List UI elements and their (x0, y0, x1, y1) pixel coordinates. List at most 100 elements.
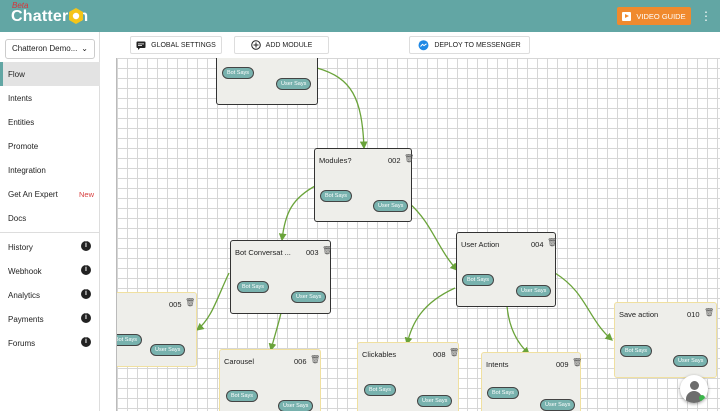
trash-icon[interactable]: 🗑 (449, 348, 460, 357)
module-004[interactable]: User Action 004 🗑 Bot Says User Says (456, 232, 558, 307)
bot-says-chip[interactable]: Bot Says (487, 387, 520, 399)
user-avatar[interactable] (680, 375, 708, 403)
video-guide-label: VIDEO GUIDE (636, 11, 686, 21)
brand-name: Chatteron (11, 8, 89, 25)
sidebar-item-history[interactable]: History i (0, 235, 100, 259)
sidebar-item-label: Flow (8, 70, 25, 79)
sidebar-item-flow[interactable]: Flow (0, 62, 100, 86)
sidebar-item-promote[interactable]: Promote (0, 134, 100, 158)
trash-icon[interactable]: 🗑 (404, 154, 415, 163)
chat-settings-icon (136, 41, 146, 50)
info-icon[interactable]: i (81, 313, 91, 323)
user-says-chip[interactable]: User Says (276, 78, 312, 90)
link-002-to-003 (278, 184, 318, 242)
flow-canvas[interactable]: Bot Says User Says Modules? 002 🗑 Bot Sa… (116, 58, 720, 411)
sidebar-item-entities[interactable]: Entities (0, 110, 100, 134)
bot-selector-value: Chatteron Demo... (12, 44, 78, 53)
trash-icon[interactable]: 🗑 (310, 355, 321, 364)
sidebar-item-label: Analytics (8, 291, 41, 300)
bot-says-chip[interactable]: Bot Says (320, 190, 353, 202)
info-icon[interactable]: i (81, 337, 91, 347)
module-top[interactable]: Bot Says User Says (216, 58, 318, 105)
user-says-chip[interactable]: User Says (373, 200, 409, 212)
user-says-chip[interactable]: User Says (417, 395, 453, 407)
user-says-chip[interactable]: User Says (278, 400, 314, 411)
bot-says-chip[interactable]: Bot Says (364, 384, 397, 396)
user-says-chip[interactable]: User Says (291, 291, 327, 303)
bot-says-chip[interactable]: Bot Says (226, 390, 259, 402)
module-number: 010 (687, 310, 700, 319)
new-badge: New (78, 190, 94, 199)
trash-icon[interactable]: 🗑 (322, 246, 333, 255)
sidebar-divider (0, 232, 100, 233)
user-says-chip[interactable]: User Says (540, 399, 576, 411)
module-002[interactable]: Modules? 002 🗑 Bot Says User Says (314, 148, 415, 222)
sidebar-item-label: Webhook (8, 267, 42, 276)
bot-says-chip[interactable]: Bot Says (117, 334, 143, 346)
bot-says-chip[interactable]: Bot Says (462, 274, 495, 286)
sidebar-item-label: Docs (8, 214, 27, 223)
trash-icon[interactable]: 🗑 (704, 308, 715, 317)
global-settings-button[interactable]: GLOBAL SETTINGS (130, 36, 222, 54)
trash-icon[interactable]: 🗑 (572, 358, 583, 367)
module-005[interactable]: 005 🗑 Bot Says User Says (117, 292, 197, 367)
module-number: 003 (306, 248, 319, 257)
video-icon (622, 11, 632, 21)
module-006[interactable]: Carousel 006 🗑 Bot Says User Says (219, 349, 321, 411)
avatar-body (686, 391, 702, 403)
sidebar-item-label: Entities (8, 118, 35, 127)
video-guide-button[interactable]: VIDEO GUIDE (617, 7, 691, 25)
info-icon[interactable]: i (81, 289, 91, 299)
trash-icon[interactable]: 🗑 (547, 238, 558, 247)
logo[interactable]: Beta Chatteron (8, 1, 98, 30)
module-title: Bot Conversat ... (235, 248, 291, 257)
module-title: Carousel (224, 357, 255, 366)
module-008[interactable]: Clickables 008 🗑 Bot Says User Says (357, 342, 459, 411)
top-bar: Beta Chatteron VIDEO GUIDE ⋮ (0, 0, 720, 32)
sidebar-item-label: Forums (8, 339, 36, 348)
sidebar-item-label: Promote (8, 142, 39, 151)
sidebar-item-analytics[interactable]: Analytics i (0, 283, 100, 307)
deploy-label: DEPLOY TO MESSENGER (434, 41, 521, 49)
global-settings-label: GLOBAL SETTINGS (151, 41, 216, 49)
add-module-button[interactable]: ADD MODULE (234, 36, 329, 54)
bot-says-chip[interactable]: Bot Says (222, 67, 255, 79)
plus-circle-icon (250, 40, 261, 50)
info-icon[interactable]: i (81, 241, 91, 251)
module-number: 009 (556, 360, 569, 369)
sidebar-item-forums[interactable]: Forums i (0, 331, 100, 355)
sidebar-item-integration[interactable]: Integration (0, 158, 100, 182)
module-title: Save action (619, 310, 659, 319)
messenger-icon (418, 39, 429, 50)
sidebar-item-intents[interactable]: Intents (0, 86, 100, 110)
deploy-to-messenger-button[interactable]: DEPLOY TO MESSENGER (409, 36, 530, 54)
bot-says-chip[interactable]: Bot Says (620, 345, 653, 357)
toolbar: GLOBAL SETTINGS ADD MODULE DEPLOY TO MES… (100, 32, 720, 58)
trash-icon[interactable]: 🗑 (185, 298, 196, 307)
sidebar-item-label: Get An Expert (8, 190, 58, 199)
module-003[interactable]: Bot Conversat ... 003 🗑 Bot Says User Sa… (230, 240, 333, 314)
link-004-to-009 (506, 305, 530, 355)
sidebar-item-webhook[interactable]: Webhook i (0, 259, 100, 283)
sidebar-nav: Flow Intents Entities Promote Integratio… (0, 62, 100, 355)
module-number: 006 (294, 357, 307, 366)
user-says-chip[interactable]: User Says (516, 285, 552, 297)
sidebar-item-label: Intents (8, 94, 33, 103)
link-004-to-008 (404, 287, 456, 346)
sidebar-item-get-an-expert[interactable]: Get An Expert New (0, 182, 100, 206)
info-icon[interactable]: i (81, 265, 91, 275)
sidebar-item-docs[interactable]: Docs (0, 206, 100, 230)
user-says-chip[interactable]: User Says (150, 344, 186, 356)
more-menu-icon[interactable]: ⋮ (700, 9, 712, 23)
bot-says-chip[interactable]: Bot Says (237, 281, 270, 293)
module-010[interactable]: Save action 010 🗑 Bot Says User Says (614, 302, 717, 378)
module-number: 004 (531, 240, 544, 249)
user-says-chip[interactable]: User Says (673, 355, 709, 367)
bot-selector[interactable]: Chatteron Demo... ⌄ (5, 39, 95, 59)
sidebar-item-label: History (8, 243, 33, 252)
beta-label: Beta (12, 1, 29, 10)
sidebar: Chatteron Demo... ⌄ Flow Intents Entitie… (0, 32, 100, 411)
module-title: Clickables (362, 350, 397, 359)
module-009[interactable]: Intents 009 🗑 Bot Says User Says (481, 352, 583, 411)
